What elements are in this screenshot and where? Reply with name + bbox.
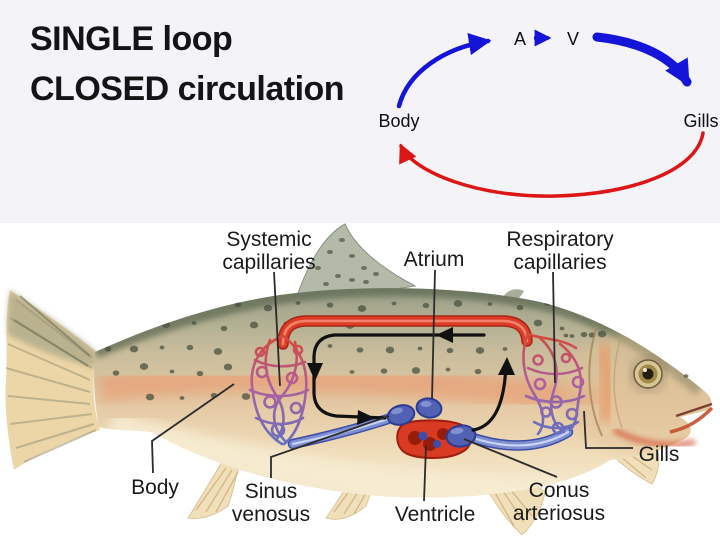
mouth-line [675, 402, 713, 418]
gill-cover-edge [588, 325, 603, 437]
respiratory-capillary-network [522, 332, 586, 436]
label-pointer-lines [151, 269, 633, 502]
loop-ventricle-to-gills-arc [592, 32, 692, 87]
jaw-stripe [612, 427, 696, 448]
loop-label-gills: Gills [683, 111, 719, 131]
label-conus-arteriosus: Conus arteriosus [512, 479, 606, 525]
systemic-capillary-network [248, 334, 310, 446]
label-body: Body [131, 476, 179, 499]
eye-icon [633, 359, 663, 389]
label-atrium: Atrium [403, 248, 465, 271]
pointer-sinus-venosus [270, 415, 390, 478]
cheek-blush [592, 342, 618, 423]
label-systemic-capillaries: Systemic capillaries [222, 228, 316, 274]
title-line-2: CLOSED circulation [30, 70, 345, 108]
label-respiratory-capillaries: Respiratory capillaries [506, 228, 614, 274]
pointer-atrium [431, 269, 436, 400]
pointer-respiratory-capillaries [552, 271, 556, 384]
dorsal-fin [297, 223, 417, 294]
loop-label-atrium: A [513, 29, 527, 49]
lateral-pink-band [98, 364, 602, 416]
pointer-systemic-capillaries [273, 271, 281, 387]
circulation-loop-diagram [396, 29, 705, 198]
label-ventricle: Ventricle [394, 503, 476, 526]
loop-label-ventricle: V [566, 29, 580, 49]
caudal-fin [5, 290, 100, 470]
flow-arrowheads [307, 327, 515, 425]
loop-label-body: Body [378, 111, 420, 131]
label-sinus-venosus: Sinus venosus [231, 480, 311, 526]
title-line-1: SINGLE loop [30, 20, 233, 58]
label-gills: Gills [638, 443, 680, 466]
pointer-gills [583, 410, 633, 449]
slide-title: SINGLE loop CLOSED circulation [30, 14, 410, 114]
fish-illustration [5, 223, 714, 536]
heart [386, 397, 477, 459]
nostril [683, 374, 689, 378]
loop-body-to-atrium-arc [396, 32, 492, 109]
pointer-conus-arteriosus [463, 438, 558, 478]
pointer-body [151, 383, 235, 474]
pointer-ventricle [423, 445, 427, 502]
loop-gills-to-body-arc [399, 131, 705, 198]
head-details [588, 325, 714, 448]
dorsal-aorta [277, 315, 533, 350]
internal-circulation [248, 315, 586, 459]
